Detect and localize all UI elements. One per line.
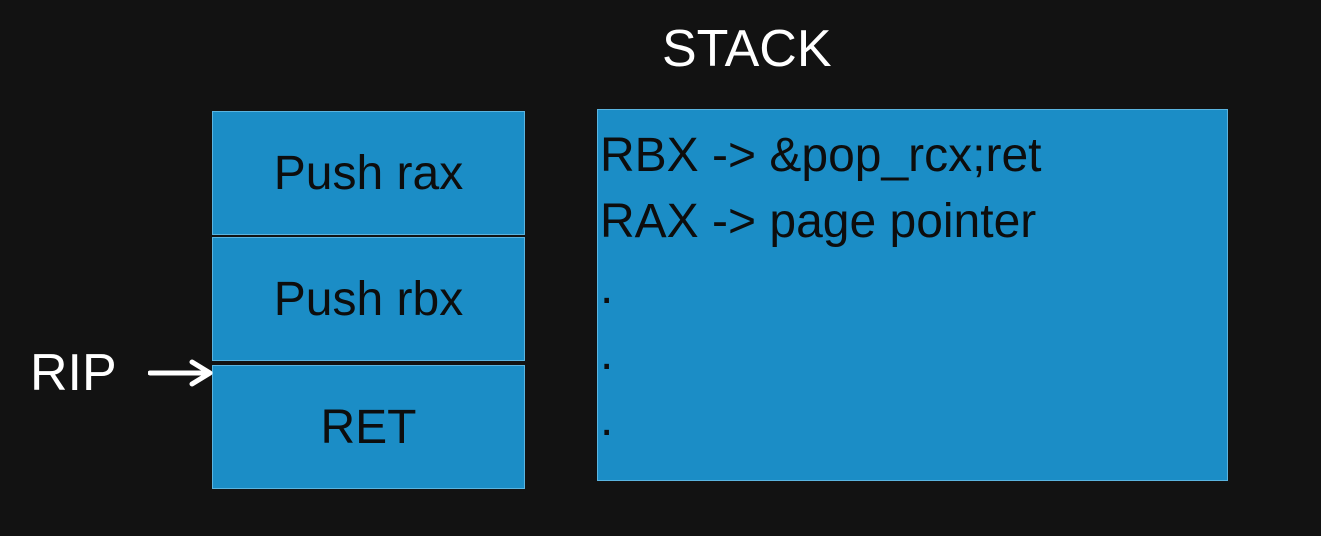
instruction-push-rbx: Push rbx	[212, 237, 525, 361]
stack-box: RBX -> &pop_rcx;ret RAX -> page pointer …	[597, 109, 1228, 481]
stack-entry-rbx: RBX -> &pop_rcx;ret	[600, 129, 1042, 182]
instruction-push-rax: Push rax	[212, 111, 525, 235]
stack-entry-ellipsis-2: .	[600, 327, 614, 380]
stack-entry-ellipsis-3: .	[600, 393, 614, 446]
right-arrow-icon	[148, 359, 213, 387]
stack-title: STACK	[662, 20, 832, 78]
instruction-ret: RET	[212, 365, 525, 489]
stack-entry-ellipsis-1: .	[600, 261, 614, 314]
stack-entry-rax: RAX -> page pointer	[600, 195, 1037, 248]
rip-label: RIP	[30, 344, 117, 402]
